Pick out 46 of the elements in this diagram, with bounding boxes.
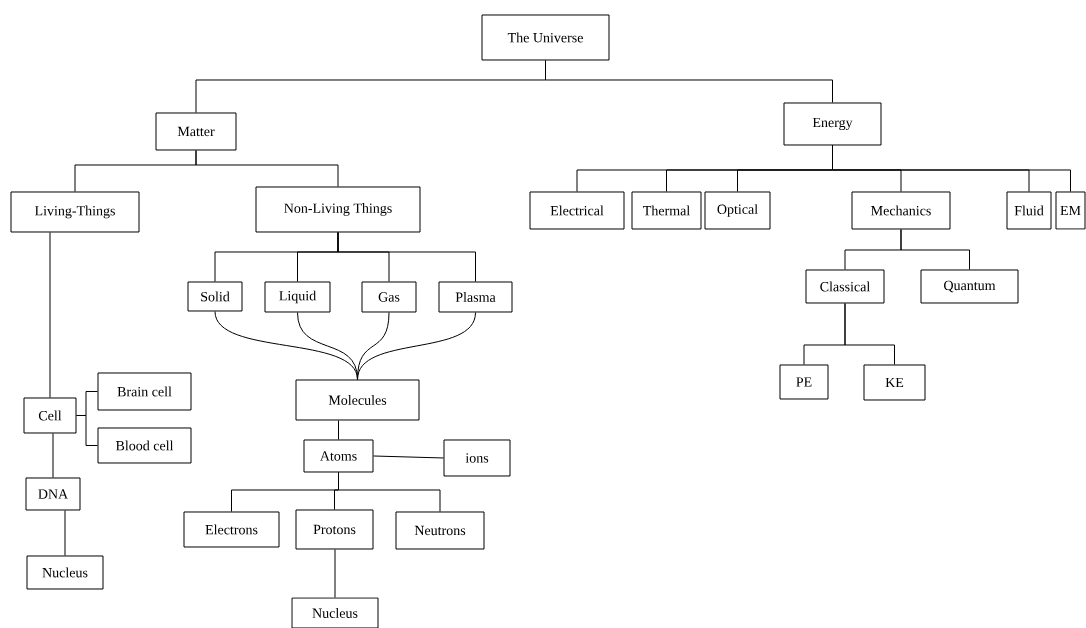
concept-box: Cell [23,397,77,434]
connector-line [334,549,336,598]
concept-box: Non-Living Things [255,186,421,233]
concept-box: PE [779,364,829,400]
concept-box: Molecules [295,379,420,421]
connector-line [338,472,441,512]
connector-line [52,433,54,478]
concept-box: Nucleus [26,555,104,590]
concept-box: Fluid [1006,191,1052,230]
concept-box: Optical [704,191,771,230]
concept-box: Solid [187,281,243,312]
concept-box: Atoms [303,439,374,473]
concept-box: Living-Things [10,191,140,233]
concept-box: DNA [25,477,81,511]
concept-box: Plasma [438,281,513,313]
concept-box: Classical [805,269,885,304]
concept-box: ions [443,439,511,477]
concept-box: Thermal [631,191,702,230]
concept-box: EM [1055,191,1086,230]
connector-line [832,145,1071,192]
concept-box: Gas [361,281,417,313]
connector-line [357,312,476,380]
connector-line [844,303,895,365]
concept-box: Electrical [529,191,625,230]
connector-line [338,420,339,440]
connector-line [545,60,833,103]
connector-line [76,415,98,446]
concept-box: Nucleus [291,597,379,628]
concept-box: Blood cell [97,427,192,464]
connector-line [900,229,970,270]
concept-box: Protons [295,509,374,550]
concept-box: Mechanics [851,191,951,230]
connector-line [195,150,339,187]
concept-box: Neutrons [395,511,485,550]
concept-box: Brain cell [97,372,192,411]
concept-box: Matter [155,112,237,151]
concept-box: Quantum [920,269,1019,304]
concept-box: The Universe [481,14,610,61]
concept-box: KE [863,364,926,401]
connector-line [49,232,51,398]
connector-line [373,455,444,459]
concept-box: Electrons [183,511,280,548]
concept-box: Liquid [264,281,331,313]
concept-box: Energy [783,102,882,146]
connector-line [337,232,476,282]
connector-line [64,510,66,556]
